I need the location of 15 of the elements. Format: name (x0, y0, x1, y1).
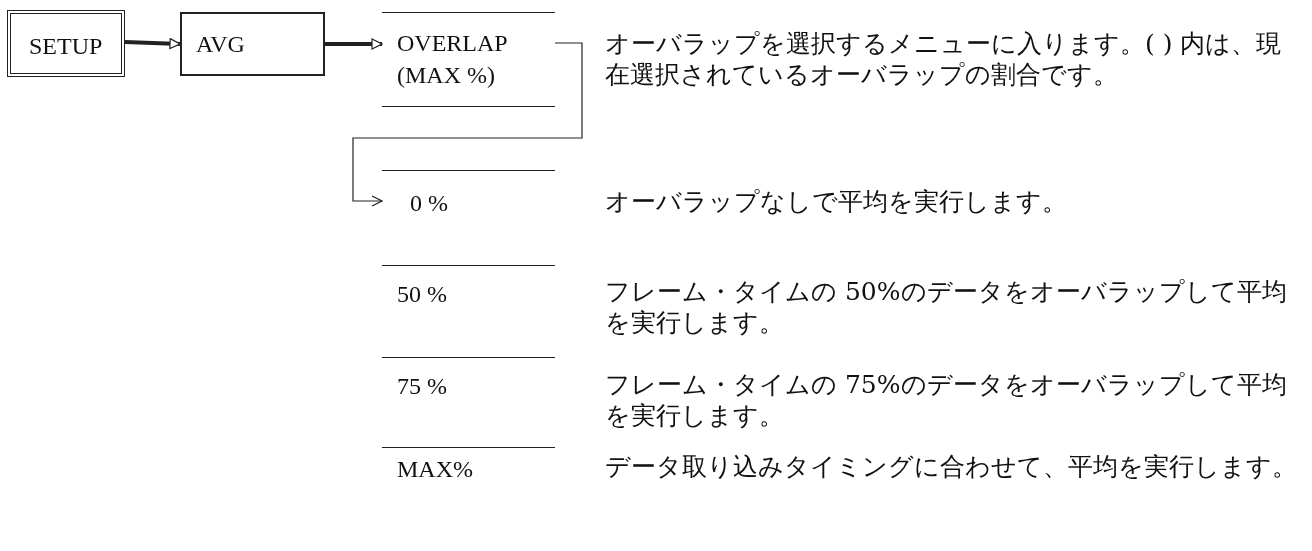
menu-key: AVG (180, 12, 325, 76)
menu-item: 0 % (382, 170, 555, 265)
description-text: オーバラップを選択するメニューに入ります。( ) 内は、現在選択されているオーバラップの割合です。 (605, 28, 1283, 90)
description-text: フレーム・タイムの 75%のデータをオーバラップして平均を実行します。 (605, 369, 1288, 431)
menu-item: 75 % (382, 357, 555, 447)
connector-arrow (352, 42, 583, 207)
block-arrow (325, 38, 383, 50)
menu-item: OVERLAP (MAX %) (382, 12, 555, 107)
description-text: オーバラップなしで平均を実行します。 (605, 186, 1068, 217)
menu-key: SETUP (7, 10, 125, 77)
menu-item: MAX% (382, 447, 555, 527)
description-text: データ取り込みタイミングに合わせて、平均を実行します。 (605, 451, 1298, 482)
menu-item: 50 % (382, 265, 555, 357)
description-text: フレーム・タイムの 50%のデータをオーバラップして平均を実行します。 (605, 276, 1288, 338)
block-arrow (124, 38, 181, 50)
